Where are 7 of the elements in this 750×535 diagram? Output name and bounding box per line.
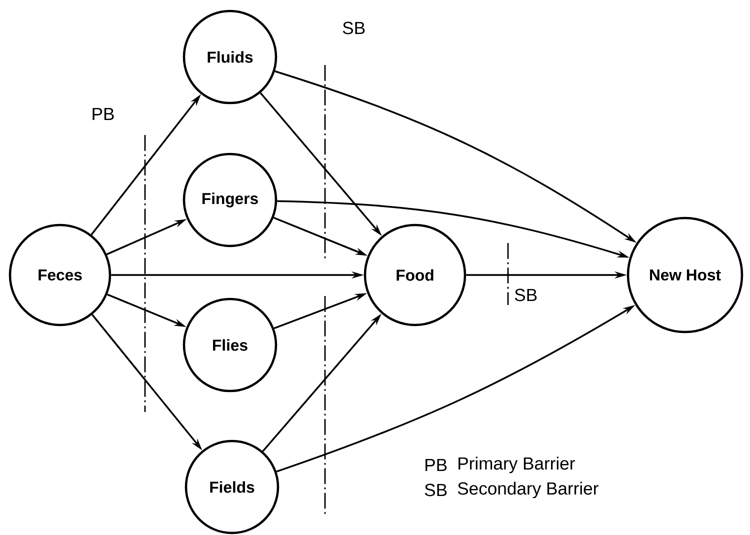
barrier-label: PB: [92, 108, 114, 120]
barrier-label: SB: [514, 288, 537, 302]
barrier-label: SB: [342, 22, 365, 34]
legend-key: SB: [424, 484, 447, 496]
legend-text: Secondary Barrier: [458, 482, 598, 498]
legend-key: PB: [426, 458, 447, 472]
legend-text: Primary Barrier: [458, 456, 575, 474]
